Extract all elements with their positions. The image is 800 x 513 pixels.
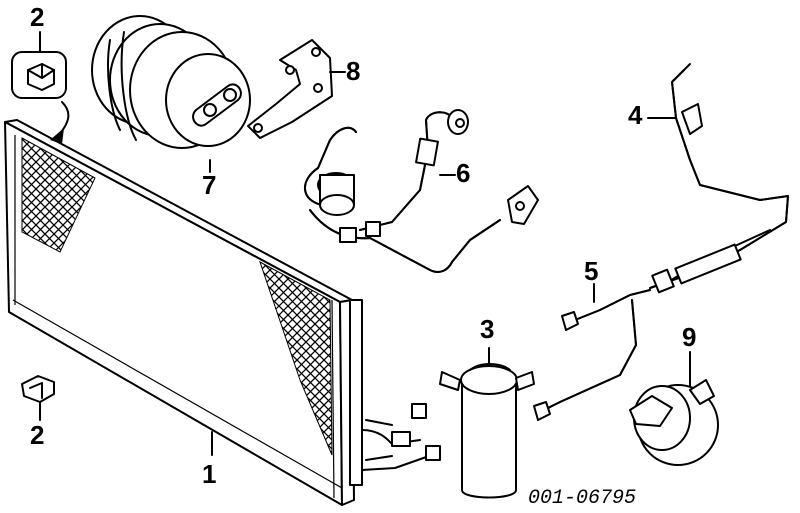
bracket-bottom[interactable]	[21, 375, 55, 421]
callout-9: 9	[682, 322, 697, 352]
compressor[interactable]	[91, 15, 251, 173]
receiver-drier[interactable]	[439, 347, 535, 499]
mount-bracket[interactable]	[247, 39, 346, 139]
suction-line[interactable]	[533, 283, 651, 421]
hose-assembly[interactable]	[304, 109, 539, 273]
bracket-top[interactable]	[11, 31, 70, 144]
diagram-code: 001-06795	[528, 487, 637, 510]
liquid-line[interactable]	[647, 63, 789, 294]
callout-1: 1	[202, 459, 217, 489]
callout-4: 4	[628, 100, 643, 130]
condenser[interactable]	[4, 119, 441, 506]
callout-5: 5	[584, 256, 599, 286]
callout-8: 8	[346, 56, 361, 86]
accumulator[interactable]	[629, 351, 719, 466]
callout-3: 3	[480, 314, 495, 344]
callout-2-bottom: 2	[30, 420, 45, 450]
callout-2-top: 2	[30, 2, 45, 32]
callout-6: 6	[456, 158, 471, 188]
callout-7: 7	[202, 170, 217, 200]
